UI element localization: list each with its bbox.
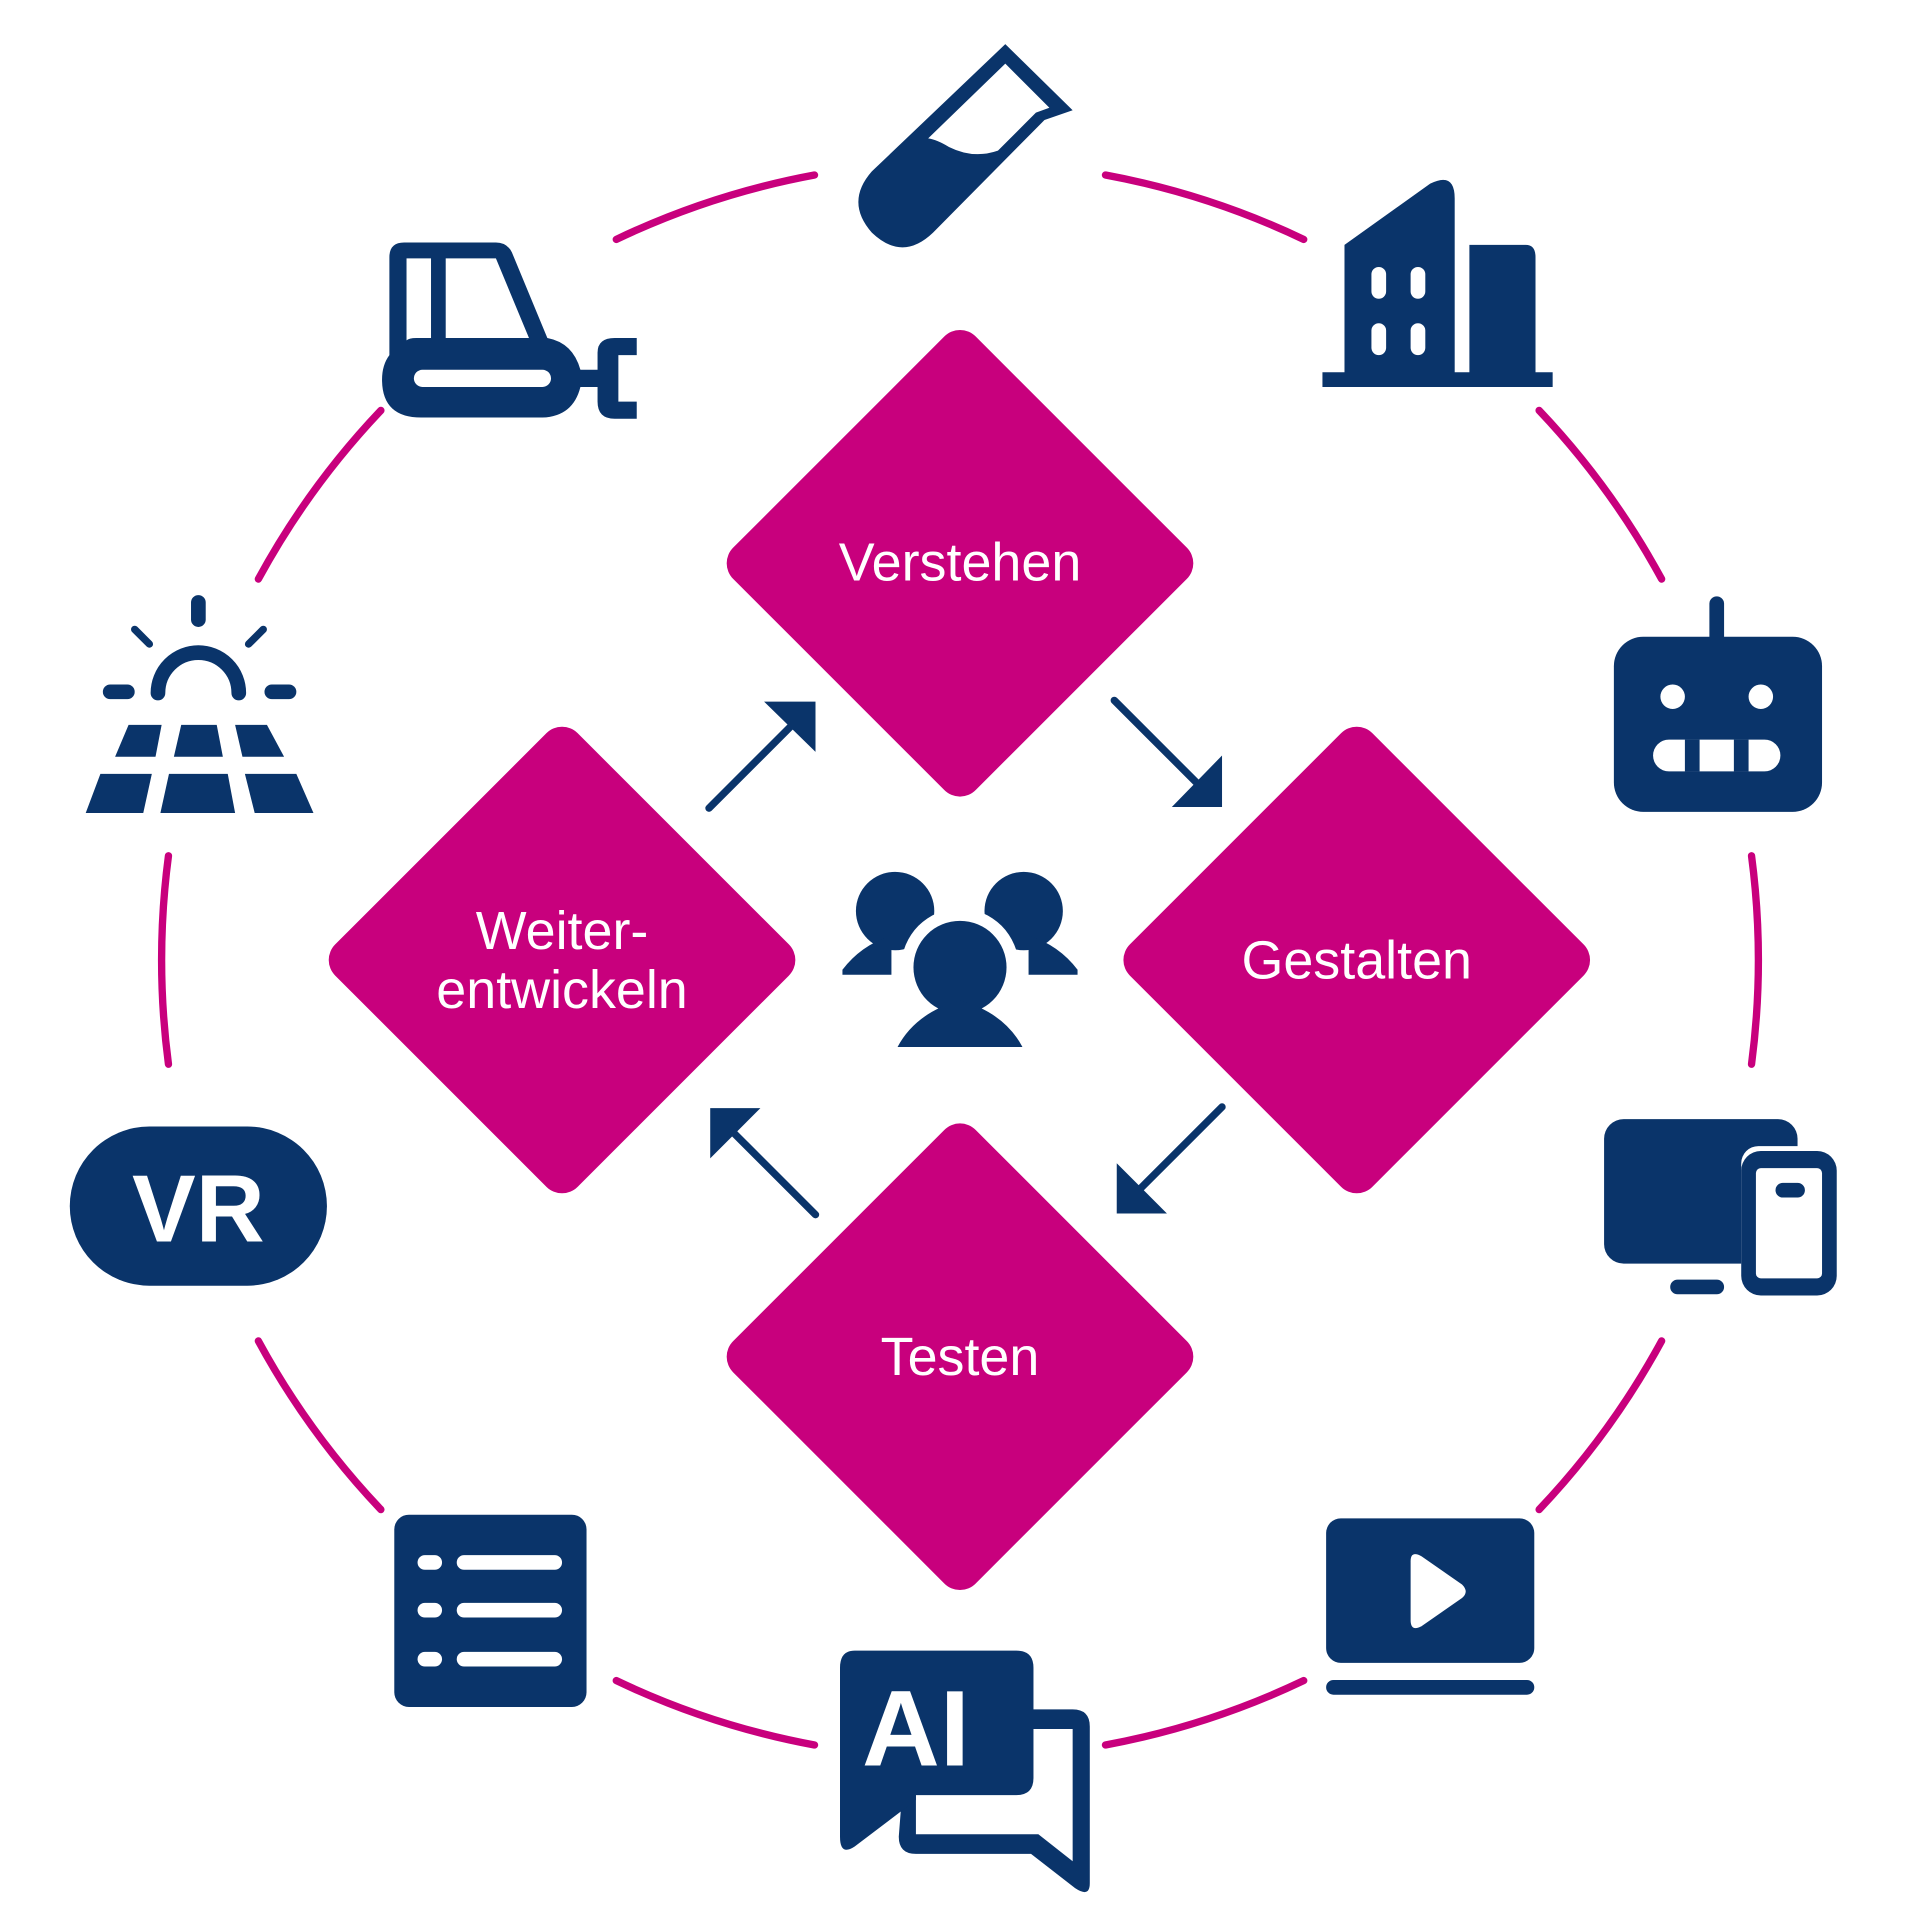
- test-tube-icon: [858, 44, 1073, 248]
- ring-arc-segment: [612, 171, 819, 244]
- ring-arc-segment: [1535, 406, 1666, 583]
- people-group-icon: [842, 871, 1078, 1047]
- ring-arc-segment: [1747, 852, 1762, 1068]
- phase-gestalten: Gestalten: [1123, 726, 1591, 1194]
- devices-icon: [1604, 1119, 1840, 1298]
- ring-arc-segment: [254, 406, 385, 583]
- phase-label: Gestalten: [1241, 930, 1472, 990]
- phase-label: Testen: [881, 1327, 1040, 1387]
- building-icon: [1322, 179, 1553, 387]
- ring-arc-segment: [1535, 1337, 1666, 1514]
- vr-icon: VR: [69, 1126, 327, 1286]
- video-play-icon: [1326, 1518, 1535, 1695]
- ring-arc-segment: [254, 1337, 385, 1514]
- arrow-to-gestalten: [1110, 696, 1223, 807]
- ai-chat-icon: AI: [840, 1650, 1090, 1893]
- ring-arc-segment: [612, 1676, 819, 1749]
- ring-arc-segment: [158, 852, 173, 1068]
- list-icon: [394, 1514, 587, 1707]
- arrow-to-testen: [1116, 1103, 1226, 1214]
- ring-arcs: [158, 171, 1762, 1749]
- ring-arc-segment: [1101, 171, 1308, 244]
- arrow-to-weiterentwickeln: [710, 1108, 820, 1219]
- ring-arc-segment: [1101, 1676, 1308, 1749]
- phase-label: Weiter-: [476, 901, 649, 961]
- phase-label: Verstehen: [839, 532, 1082, 592]
- solar-panel-icon: [85, 595, 314, 814]
- phase-testen: Testen: [726, 1123, 1194, 1591]
- phase-label: entwickeln: [436, 960, 687, 1020]
- bulldozer-icon: [382, 242, 637, 419]
- robot-icon: [1613, 596, 1823, 812]
- vr-label: VR: [132, 1157, 265, 1263]
- ai-label: AI: [862, 1668, 970, 1789]
- phase-verstehen: Verstehen: [726, 329, 1194, 797]
- phase-weiterentwickeln: Weiter- entwickeln: [328, 726, 796, 1194]
- arrow-to-verstehen: [705, 701, 816, 812]
